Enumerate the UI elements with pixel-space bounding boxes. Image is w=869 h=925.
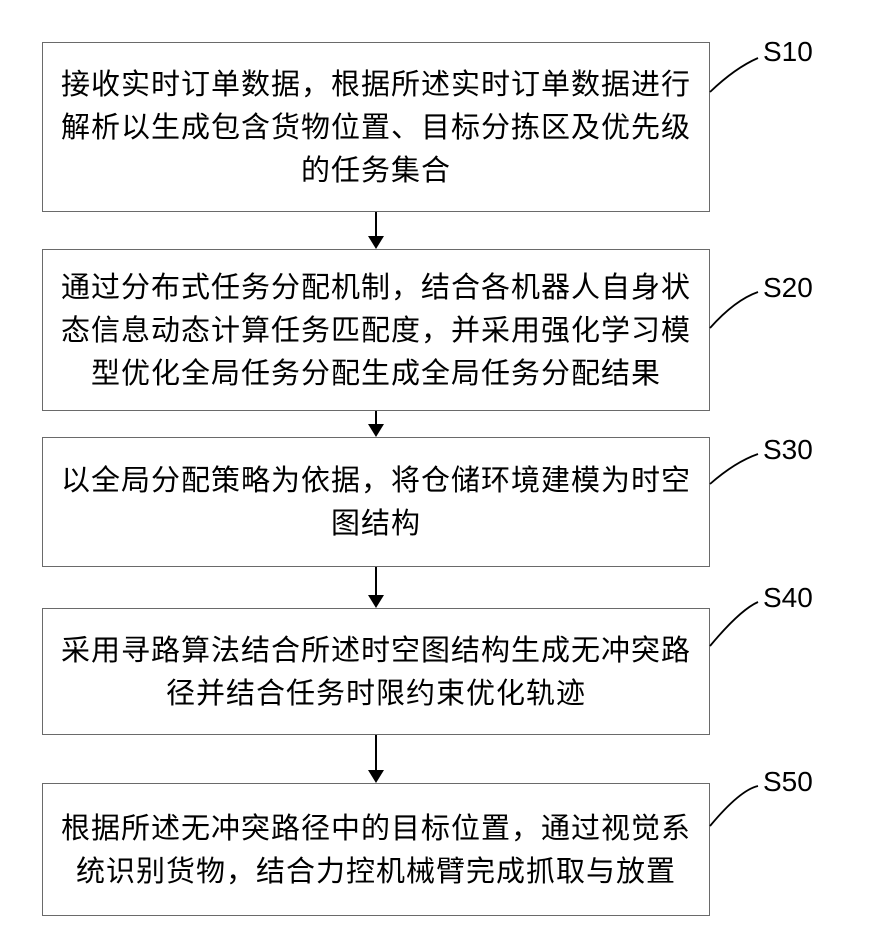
step-text-s20: 通过分布式任务分配机制，结合各机器人自身状态信息动态计算任务匹配度，并采用强化学… <box>43 266 709 395</box>
step-box-s10: 接收实时订单数据，根据所述实时订单数据进行解析以生成包含货物位置、目标分拣区及优… <box>42 42 710 212</box>
step-text-s50: 根据所述无冲突路径中的目标位置，通过视觉系统识别货物，结合力控机械臂完成抓取与放… <box>43 807 709 893</box>
arrow-s20-to-s30 <box>368 411 384 437</box>
step-box-s50: 根据所述无冲突路径中的目标位置，通过视觉系统识别货物，结合力控机械臂完成抓取与放… <box>42 783 710 916</box>
step-box-s20: 通过分布式任务分配机制，结合各机器人自身状态信息动态计算任务匹配度，并采用强化学… <box>42 249 710 411</box>
step-label-s30: S30 <box>763 434 813 466</box>
step-text-s40: 采用寻路算法结合所述时空图结构生成无冲突路径并结合任务时限约束优化轨迹 <box>43 629 709 715</box>
arrow-s10-to-s20 <box>368 212 384 249</box>
leader-line-s30 <box>710 454 758 484</box>
step-text-s30: 以全局分配策略为依据，将仓储环境建模为时空图结构 <box>43 459 709 545</box>
step-text-s10: 接收实时订单数据，根据所述实时订单数据进行解析以生成包含货物位置、目标分拣区及优… <box>43 63 709 192</box>
step-label-s20: S20 <box>763 272 813 304</box>
step-box-s30: 以全局分配策略为依据，将仓储环境建模为时空图结构 <box>42 437 710 567</box>
leader-line-s40 <box>710 602 758 646</box>
leader-line-s20 <box>710 292 758 328</box>
step-box-s40: 采用寻路算法结合所述时空图结构生成无冲突路径并结合任务时限约束优化轨迹 <box>42 608 710 735</box>
arrow-s40-to-s50 <box>368 735 384 783</box>
step-label-s50: S50 <box>763 766 813 798</box>
arrow-s30-to-s40 <box>368 567 384 608</box>
leader-line-s10 <box>710 58 758 92</box>
step-label-s10: S10 <box>763 36 813 68</box>
step-label-s40: S40 <box>763 582 813 614</box>
leader-line-s50 <box>710 786 758 826</box>
